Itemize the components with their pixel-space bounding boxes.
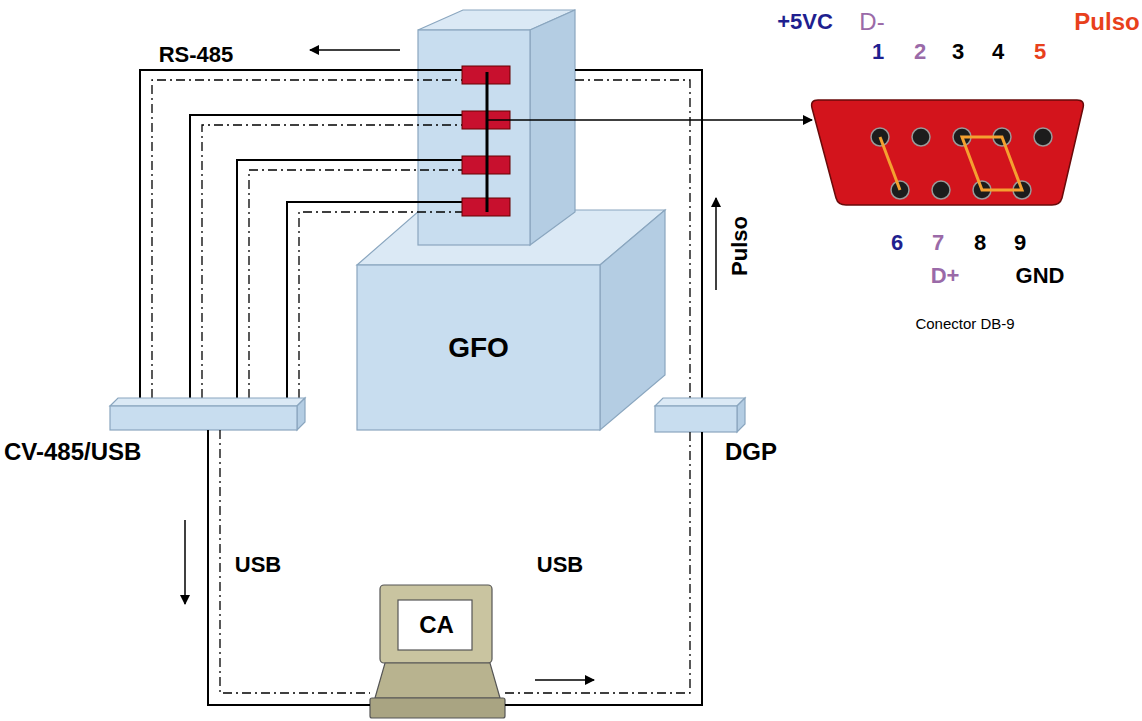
pin-label: +5VC xyxy=(777,11,833,33)
dgp-bar xyxy=(655,398,745,432)
db9-node: Conector DB-9 xyxy=(800,95,1090,340)
tower xyxy=(418,10,575,245)
usb-cable xyxy=(505,432,702,705)
leader-arrow xyxy=(487,119,812,121)
direction-arrow xyxy=(715,198,717,290)
rs485-wires xyxy=(140,70,702,398)
pin-label: 8 xyxy=(974,232,986,254)
direction-arrow xyxy=(535,679,594,681)
pin-label: 3 xyxy=(952,41,964,63)
computer xyxy=(370,585,505,718)
port-bus xyxy=(486,72,489,212)
node-label: Conector DB-9 xyxy=(915,315,1014,332)
pin-label: 4 xyxy=(992,41,1004,63)
pin-label: 7 xyxy=(932,232,944,254)
direction-arrow xyxy=(310,49,400,51)
db9-connector xyxy=(812,100,1084,205)
gfo-unit: GFO xyxy=(357,265,600,430)
edge-label: USB xyxy=(537,554,583,576)
node-label: GFO xyxy=(448,332,509,364)
pin-label: GND xyxy=(1016,265,1065,287)
ports xyxy=(462,66,510,216)
direction-arrow xyxy=(184,520,186,604)
node-label: DGP xyxy=(725,438,777,466)
pin-label: D- xyxy=(859,10,884,34)
signal-label: Pulso xyxy=(729,216,751,276)
converter: CV-485/USB xyxy=(110,398,305,430)
pin-label: RS-485 xyxy=(159,44,234,66)
pin-label: 5 xyxy=(1034,41,1046,63)
node-label: CV-485/USB xyxy=(4,438,141,466)
pin-label: Pulso xyxy=(1074,10,1139,34)
edge-label: USB xyxy=(235,554,281,576)
pin-label: D+ xyxy=(931,265,960,287)
pin-label: 2 xyxy=(914,41,926,63)
computer-node: CA xyxy=(370,585,505,720)
usb-cable xyxy=(208,430,370,705)
node-label: CA xyxy=(419,611,454,639)
converter-bar xyxy=(110,398,305,430)
pin-label: 1 xyxy=(872,41,884,63)
pin-label: 6 xyxy=(891,232,903,254)
pulse-generator: DGP xyxy=(655,398,745,432)
pin-label: 9 xyxy=(1014,232,1026,254)
